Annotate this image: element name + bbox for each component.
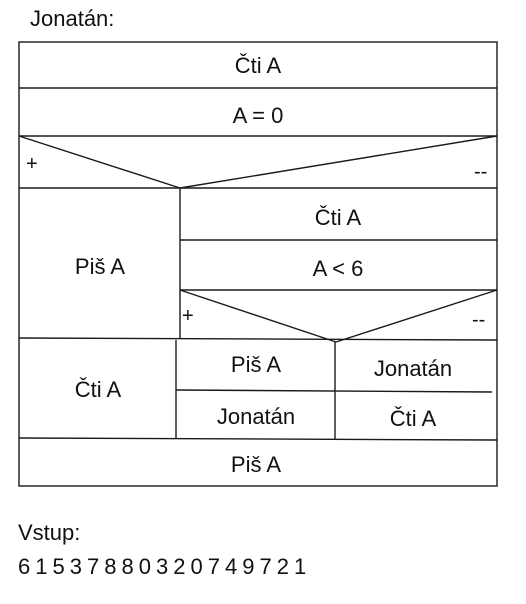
input-digit: 3: [156, 554, 170, 579]
input-digit: 1: [294, 554, 308, 579]
read-a-statement: Čti A: [235, 53, 282, 78]
input-digit: 8: [104, 554, 118, 579]
row-divider: [175, 389, 493, 393]
condition-diagonal: [179, 135, 498, 189]
jonatan-statement: Jonatán: [217, 404, 295, 429]
input-digit: 5: [52, 554, 66, 579]
write-a-statement: Piš A: [231, 452, 281, 477]
input-digit: 2: [276, 554, 290, 579]
condition-diagonal: [18, 135, 181, 189]
input-digit: 2: [173, 554, 187, 579]
structogram-border: [18, 41, 498, 487]
input-digit: 4: [225, 554, 239, 579]
read-a-statement: Čti A: [390, 406, 437, 431]
false-branch-marker: --: [474, 161, 487, 183]
input-label: Vstup:: [18, 520, 81, 545]
input-digit: 7: [259, 554, 273, 579]
jonatan-statement: Jonatán: [374, 356, 452, 381]
input-digit: 1: [35, 554, 49, 579]
true-branch-marker: +: [26, 153, 38, 175]
row-divider: [18, 337, 498, 341]
diagram-title: Jonatán:: [30, 6, 115, 31]
input-digit: 0: [190, 554, 204, 579]
condition-diagonal: [179, 289, 337, 343]
condition-a-equals-zero: A = 0: [233, 103, 284, 128]
read-a-statement: Čti A: [315, 205, 362, 230]
read-a-statement: Čti A: [75, 377, 122, 402]
input-digit: 3: [69, 554, 83, 579]
input-digit: 7: [87, 554, 101, 579]
input-digit: 0: [138, 554, 152, 579]
input-digit: 7: [207, 554, 221, 579]
input-digit: 9: [242, 554, 256, 579]
false-branch-marker: --: [472, 309, 485, 331]
write-a-statement: Piš A: [75, 254, 125, 279]
input-digit: 8: [121, 554, 135, 579]
row-divider: [18, 437, 498, 441]
condition-diagonal: [335, 289, 498, 343]
condition-a-less-than-six: A < 6: [313, 256, 364, 281]
write-a-statement: Piš A: [231, 352, 281, 377]
input-digit: 6: [18, 554, 32, 579]
true-branch-marker: +: [182, 305, 194, 327]
